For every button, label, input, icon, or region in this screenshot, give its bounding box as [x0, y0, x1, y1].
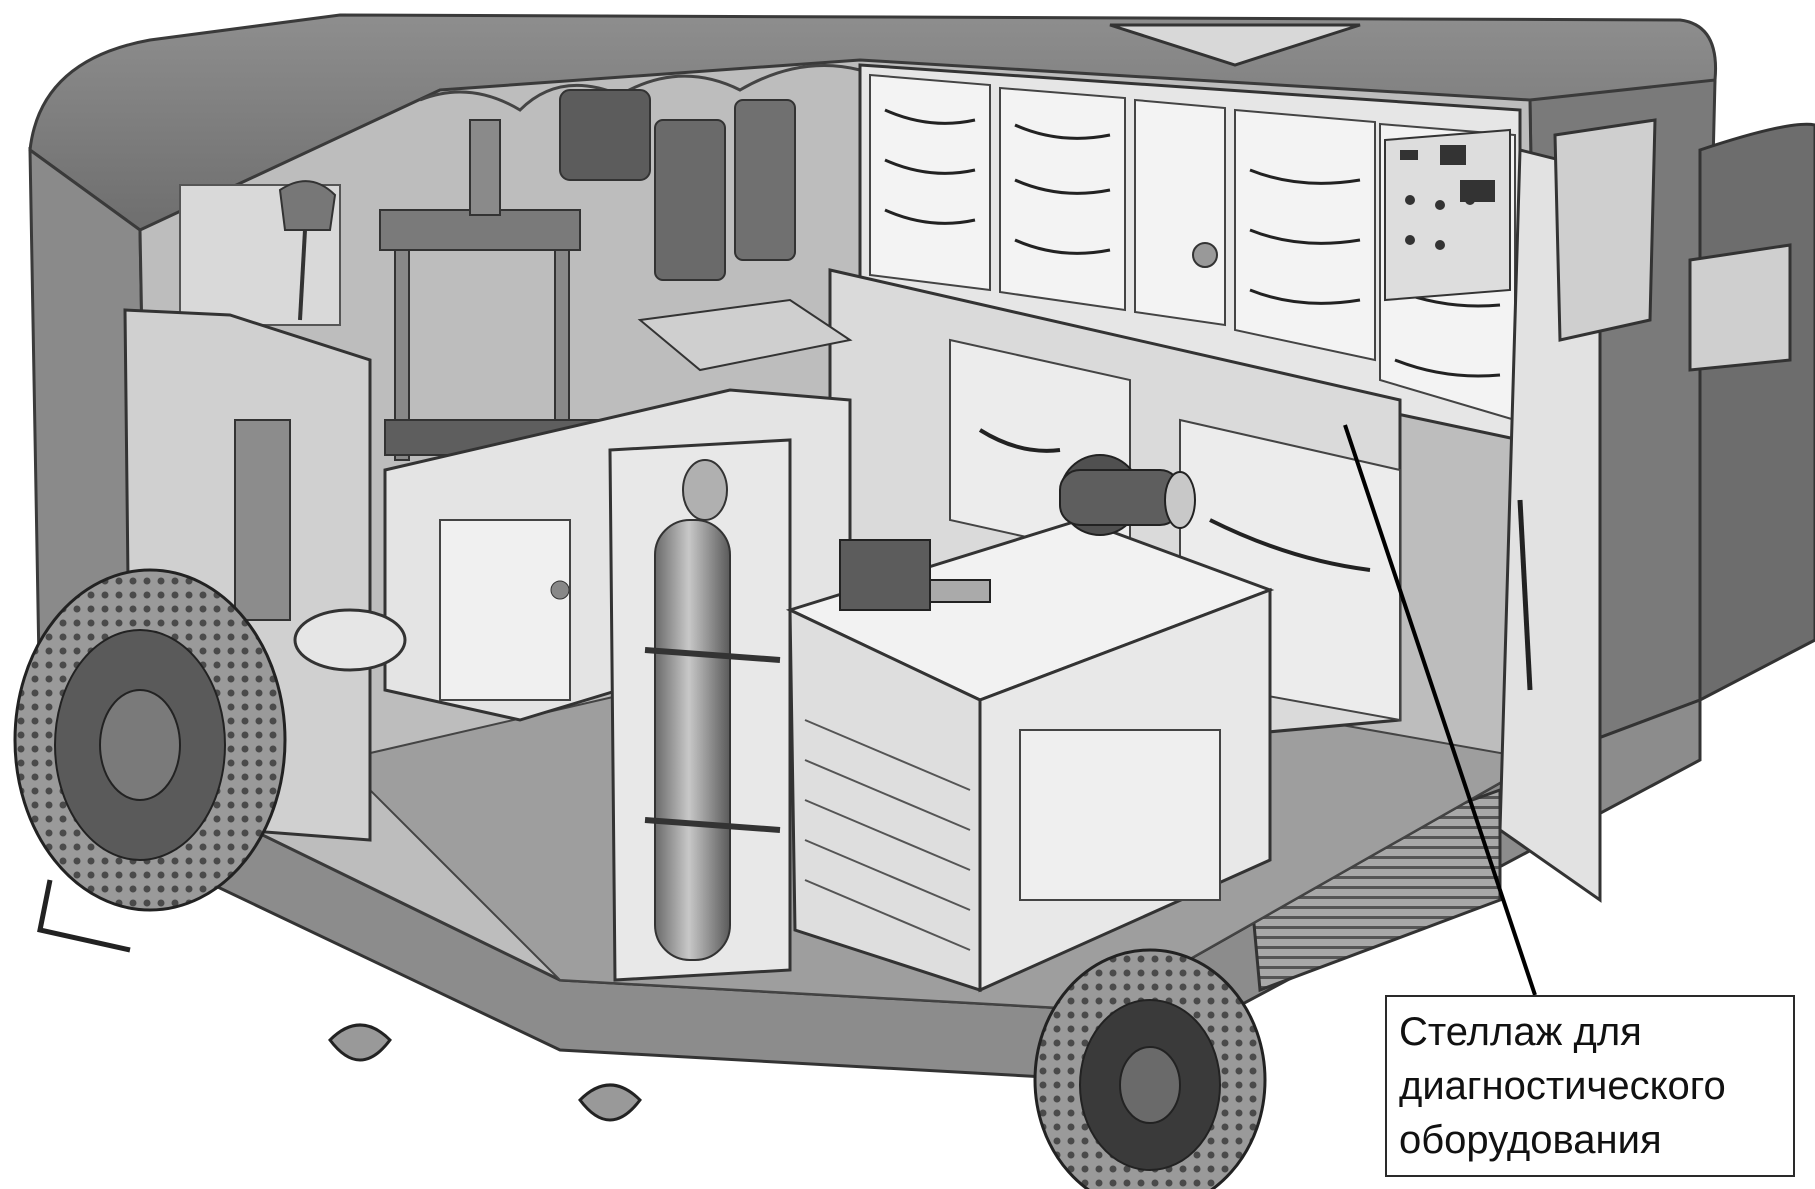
open-door [1498, 118, 1657, 903]
diagnostic-equipment-rack [858, 63, 1522, 442]
gas-cylinder [608, 438, 792, 982]
callout-label-line-2: диагностического [1399, 1064, 1726, 1108]
tow-hooks [328, 1023, 642, 1122]
callout-label-line-1: Стеллаж для [1399, 1010, 1642, 1054]
wall-lamp [278, 180, 337, 321]
callout-leader-line [1343, 424, 1537, 996]
spare-wheel [13, 568, 287, 953]
bench-grinder [1059, 454, 1196, 536]
drilling-machine [559, 89, 853, 372]
callout-label-box: Стеллаж для диагностического оборудовани… [1385, 995, 1795, 1177]
bench-vise [839, 539, 991, 611]
central-workbench [785, 518, 1275, 993]
rear-wheel [1033, 948, 1267, 1189]
hydraulic-press [379, 119, 606, 461]
callout-label-line-3: оборудования [1399, 1118, 1662, 1162]
